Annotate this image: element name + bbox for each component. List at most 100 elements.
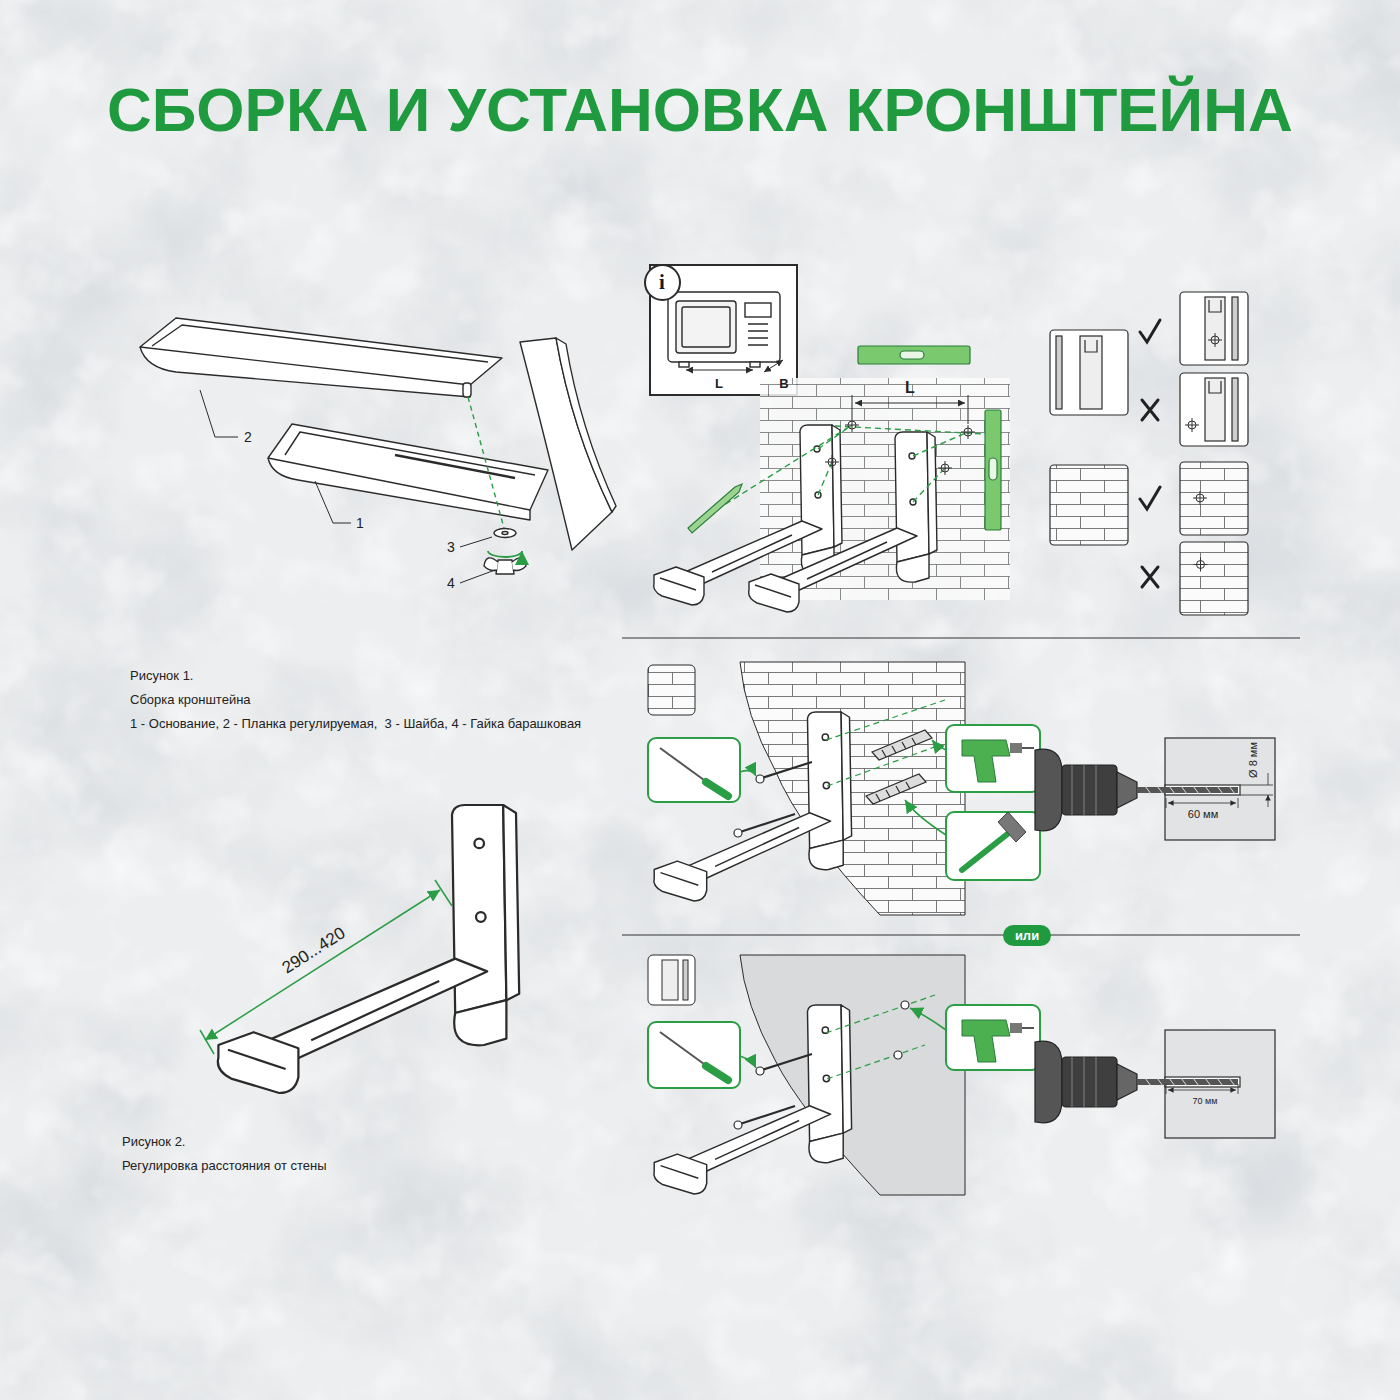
node-text: i <box>659 270 665 295</box>
figure-caption: Сборка кронштейна <box>130 692 251 708</box>
fasteners <box>866 774 926 804</box>
assembly-drawing <box>140 318 502 385</box>
drywall <box>648 955 965 1195</box>
marking <box>852 395 968 424</box>
dimension-label: B <box>779 376 788 392</box>
microwave-info <box>764 360 783 372</box>
divider-line <box>622 638 1300 639</box>
assembly-drawing <box>484 558 498 571</box>
brick-wall <box>740 662 965 915</box>
dimension-line <box>435 880 452 906</box>
check-mark <box>1140 320 1160 587</box>
wall-bracket <box>654 425 937 612</box>
dimension-line <box>200 1030 214 1054</box>
dimension-label: L <box>715 376 723 392</box>
wall-type-panel <box>1208 333 1222 347</box>
wall-type-panel <box>1050 330 1128 415</box>
tool-icon <box>706 1066 728 1080</box>
wall-type-panel <box>1232 378 1238 441</box>
assembly-drawing <box>268 424 548 510</box>
drilling-detail <box>1168 803 1236 804</box>
wall-type-panel <box>1205 378 1225 441</box>
callout-number: 3 <box>447 539 455 556</box>
tool-icon <box>962 832 1010 870</box>
spirit-level <box>858 346 1001 530</box>
tool-icon <box>998 812 1026 842</box>
fasteners <box>882 738 916 757</box>
figure-caption: Регулировка расстояния от стены <box>122 1158 327 1174</box>
leader-line <box>460 570 495 583</box>
callout-number: 4 <box>447 575 455 592</box>
drilling-detail <box>1268 773 1269 807</box>
fasteners <box>826 700 945 786</box>
dimension-label: L <box>905 378 915 397</box>
figure-caption: Рисунок 2. <box>122 1134 185 1150</box>
spirit-level <box>985 410 1001 530</box>
wall-type-panel <box>1050 292 1248 615</box>
callout-number: 2 <box>244 429 252 446</box>
leader-line <box>315 481 351 523</box>
assembly-drawing <box>512 558 526 571</box>
assembly-drawing <box>468 397 504 528</box>
microwave-info <box>668 292 780 362</box>
fasteners <box>826 995 935 1079</box>
callout-number: 1 <box>356 515 364 532</box>
assembly-drawing <box>152 325 488 362</box>
spirit-level <box>989 458 997 480</box>
drilling-detail <box>1240 785 1273 795</box>
tool-icon <box>706 782 728 796</box>
wall-type-panel <box>1209 381 1221 393</box>
fasteners <box>876 782 910 801</box>
brick-wall <box>648 665 695 715</box>
tool-icon <box>1022 1027 1034 1029</box>
tool-icon <box>1010 743 1022 753</box>
microwave-info <box>748 324 768 345</box>
tool-icon <box>648 725 1040 1088</box>
check-mark <box>1140 320 1160 342</box>
microwave-info <box>686 370 753 371</box>
fasteners <box>734 995 935 1129</box>
tool-icon <box>1010 1023 1022 1033</box>
fasteners <box>872 730 932 760</box>
pointer-arrow <box>905 800 946 835</box>
fasteners <box>734 700 945 837</box>
tool-icon <box>660 1032 704 1064</box>
bracket-side-view <box>218 805 519 1093</box>
tool-icon <box>946 725 1040 792</box>
pointer-arrow <box>932 740 946 750</box>
wall-type-panel <box>1180 292 1248 365</box>
wall-type-panel <box>1232 297 1238 360</box>
microwave-info <box>676 301 736 353</box>
brick-wall <box>648 662 965 915</box>
wall-type-panel <box>1056 336 1062 409</box>
marking <box>938 461 952 475</box>
wall-type-panel <box>1080 336 1102 409</box>
wall-type-panel <box>1050 465 1128 545</box>
pointer-arrow <box>740 771 756 776</box>
wall-type-panel <box>1180 373 1248 446</box>
marking <box>688 484 742 533</box>
wall-type-panel <box>1180 462 1248 535</box>
microwave-info <box>750 362 760 367</box>
fasteners <box>756 1067 764 1075</box>
leader-line <box>200 390 495 583</box>
assembly-drawing <box>463 383 471 397</box>
spirit-level <box>900 351 924 359</box>
assembly-drawing <box>494 529 516 538</box>
marking <box>961 425 975 439</box>
wall-type-panel <box>1209 300 1221 312</box>
spirit-level <box>858 346 970 364</box>
drilling-detail <box>1166 1084 1238 1094</box>
microwave-info <box>745 303 771 317</box>
marking <box>855 403 965 404</box>
assembly-drawing <box>496 560 514 574</box>
dimension-label: 70 мм <box>1193 1096 1218 1107</box>
marking <box>845 418 859 432</box>
tool-icon <box>660 748 704 780</box>
pointer-arrow <box>740 1056 756 1068</box>
fasteners <box>894 1051 902 1059</box>
tool-icon <box>946 1005 1040 1070</box>
pointer-arrow <box>740 740 946 1068</box>
